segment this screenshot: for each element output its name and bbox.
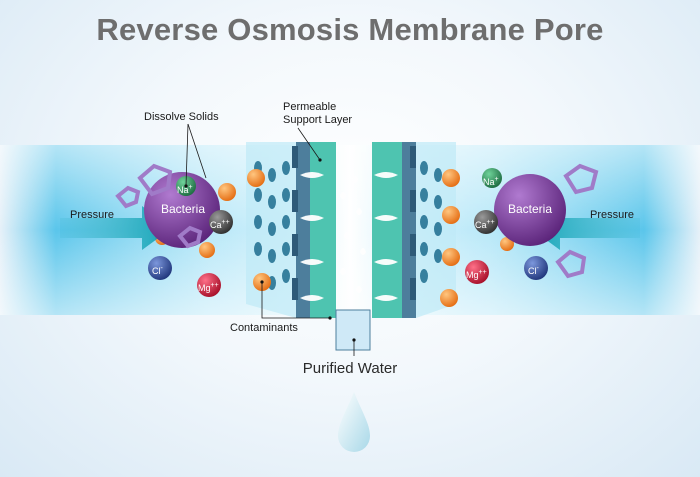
magnesium-ion-right: Mg++ — [466, 269, 487, 280]
purified-water-container — [335, 309, 371, 351]
sodium-ion-right: Na+ — [483, 176, 499, 187]
label-pressure-left: Pressure — [70, 209, 115, 221]
right-pores — [420, 161, 442, 283]
pressure-arrow-left — [60, 206, 172, 250]
water-droplets — [300, 172, 398, 301]
calcium-ion-left: Ca++ — [210, 219, 230, 230]
magnesium-ion-left: Mg++ — [198, 282, 219, 293]
label-permeable-line1: Permeable — [283, 101, 337, 113]
label-pressure-right: Pressure — [590, 209, 635, 221]
bacteria-left-label: Bacteria — [160, 202, 206, 216]
sodium-ion-left: Na+ — [177, 184, 193, 195]
label-dissolve-solids: Dissolve Solids — [144, 111, 219, 123]
leader-lines — [185, 123, 355, 356]
chloride-ion-right: Cl- — [528, 265, 539, 276]
label-purified-water: Purified Water — [302, 360, 398, 377]
bacteria-right-label: Bacteria — [507, 202, 553, 216]
purified-water-droplet — [338, 392, 370, 452]
diagram-title: Reverse Osmosis Membrane Pore — [96, 12, 604, 47]
label-support-layer-line2: Support Layer — [283, 114, 353, 126]
bacteria-right — [494, 174, 566, 246]
label-contaminants: Contaminants — [230, 322, 298, 334]
calcium-ion-right: Ca++ — [475, 219, 495, 230]
virus-particles — [115, 163, 599, 279]
chloride-ion-left: Cl- — [152, 265, 163, 276]
